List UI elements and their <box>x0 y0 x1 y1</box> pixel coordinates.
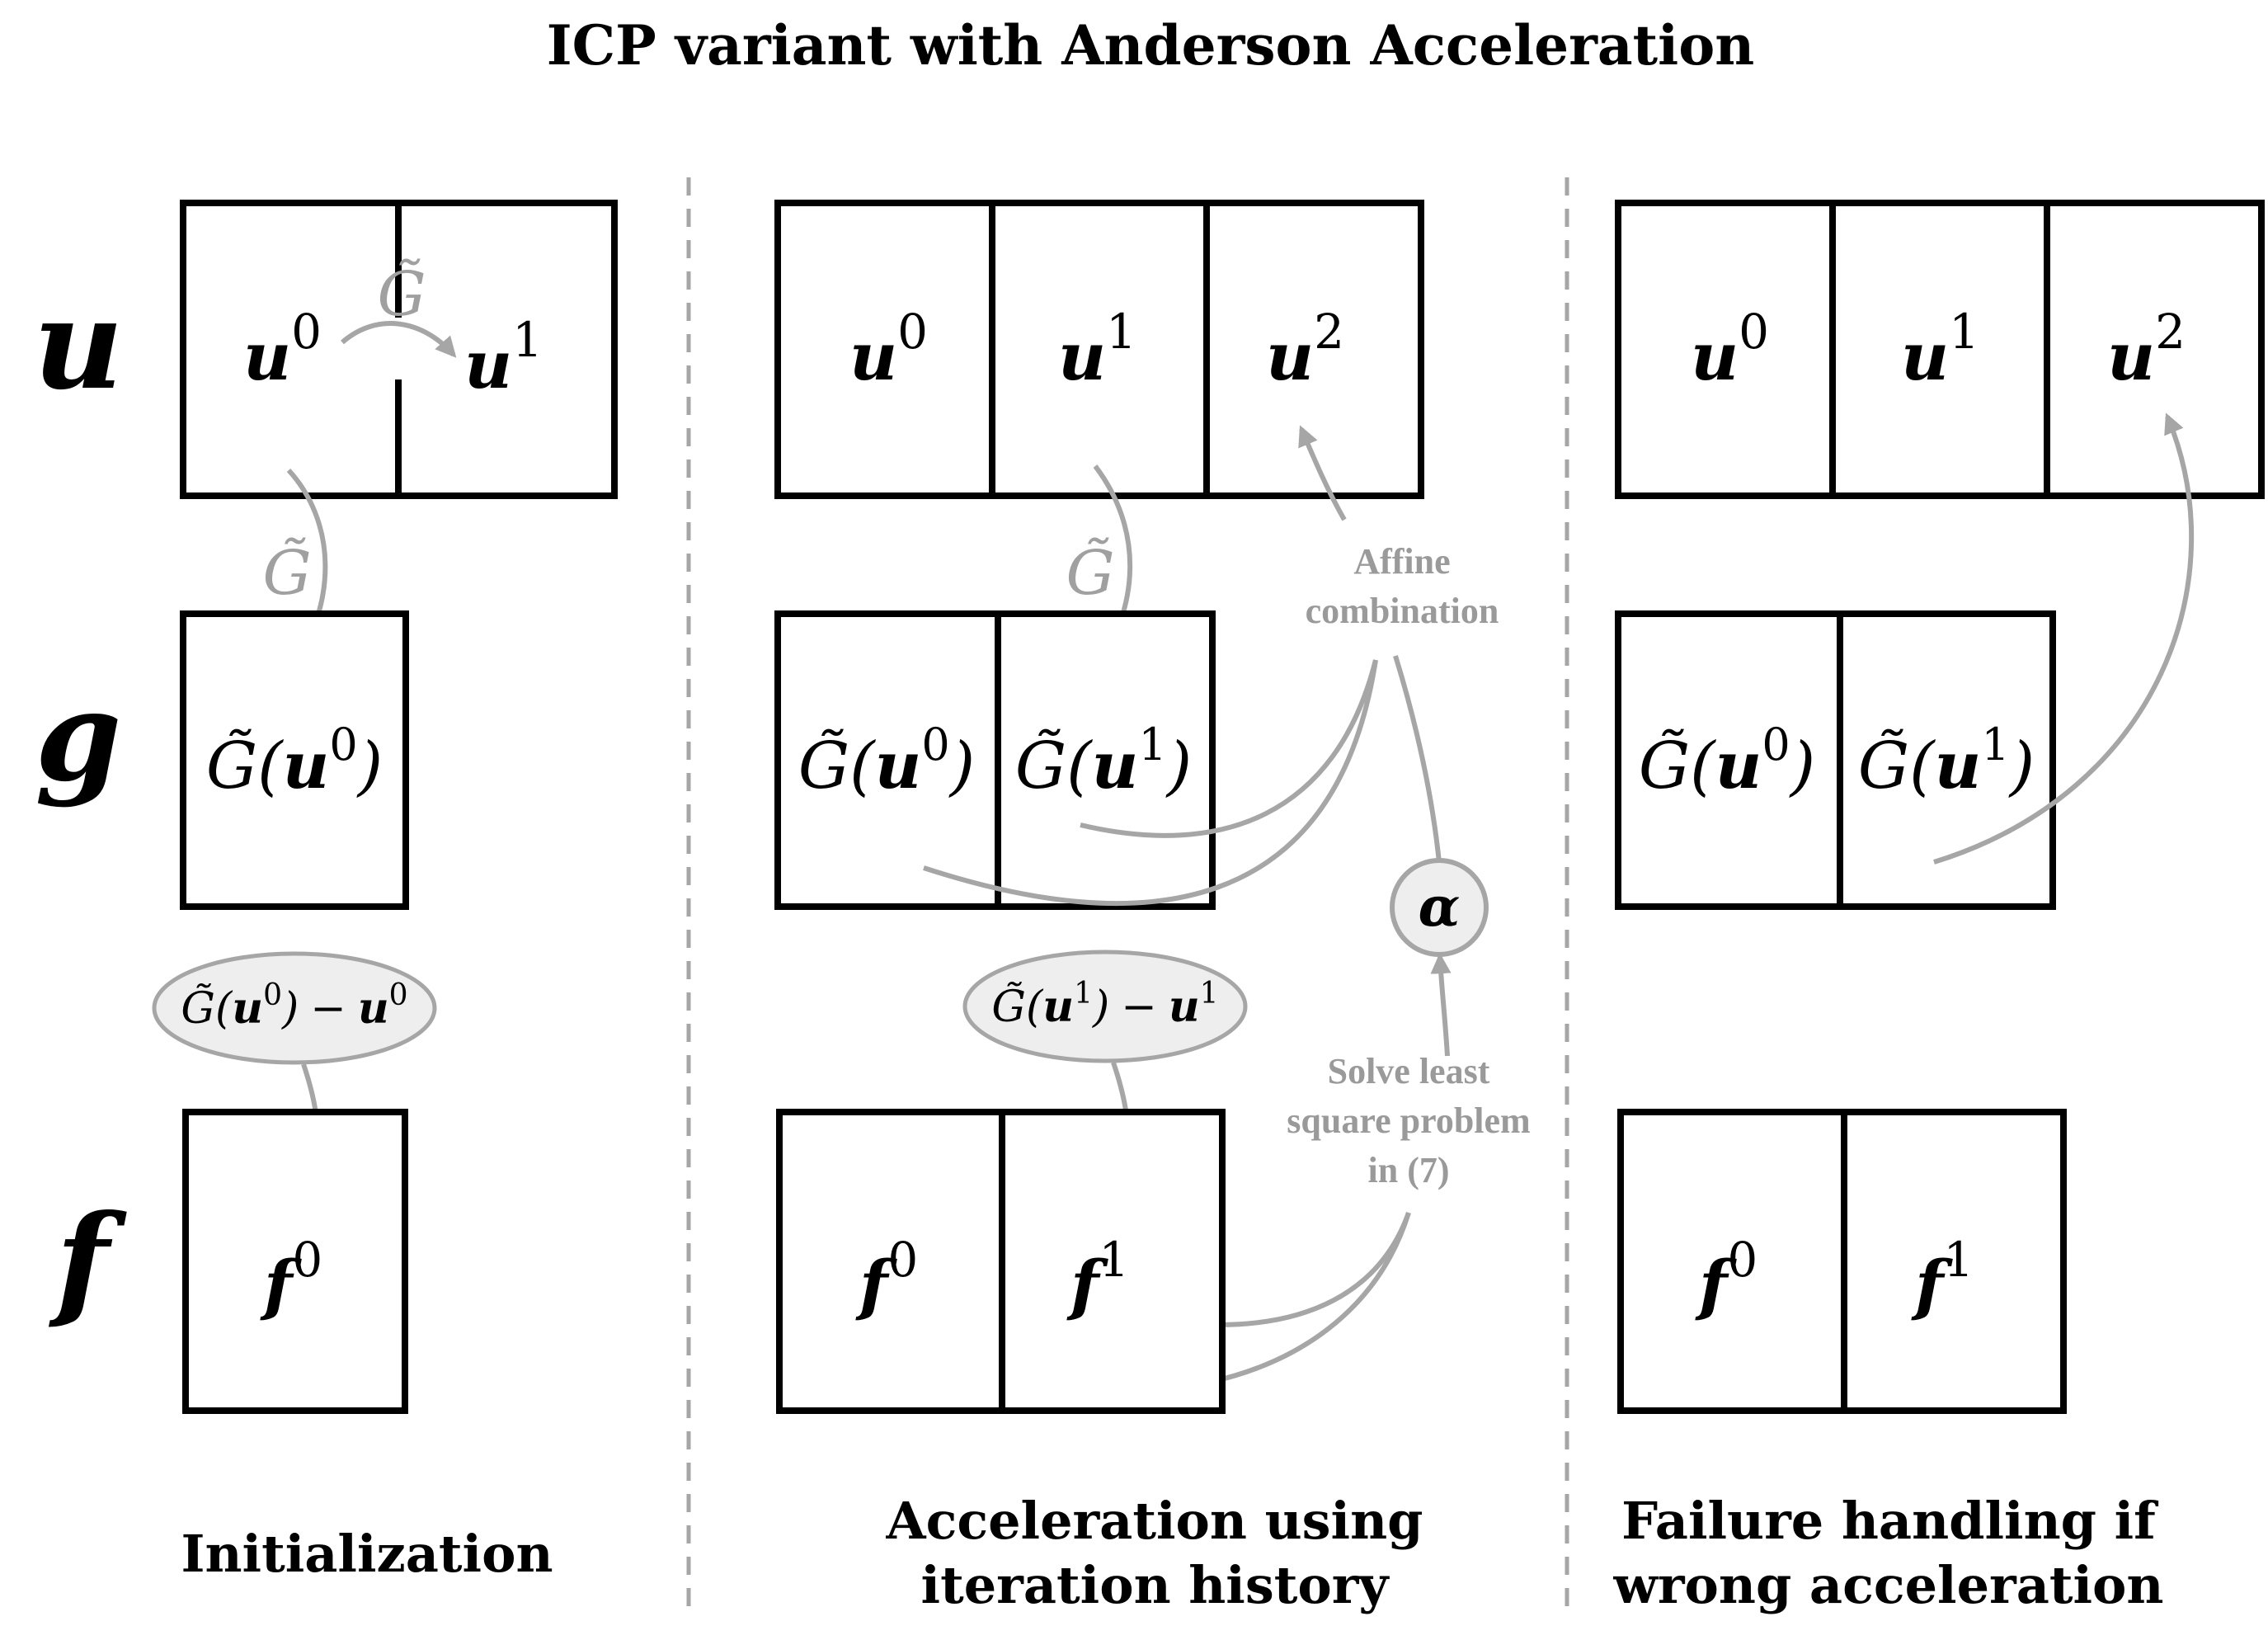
accel-g-box <box>774 610 1216 910</box>
g1-to-affine-curve <box>1080 659 1378 838</box>
solve-label-line3: in (7) <box>1368 1150 1450 1190</box>
accel-f-box <box>776 1109 1226 1414</box>
accel-residual-oval <box>962 950 1248 1063</box>
accel-f0: f0 <box>855 1232 918 1323</box>
caption-accel-line1: Acceleration using <box>885 1491 1423 1551</box>
affine-to-u2-arrow <box>1298 425 1347 521</box>
init-u1: u1 <box>464 312 543 403</box>
init-residual-label: G̃(u0)−u0 <box>181 978 407 1034</box>
svg-text:G̃(u1): G̃(u1) <box>1858 719 2035 804</box>
svg-text:u0: u0 <box>1691 304 1769 395</box>
diagram-title: ICP variant with Anderson Acceleration <box>547 13 1755 78</box>
accel-f1: f1 <box>1066 1232 1129 1323</box>
svg-text:u1: u1 <box>464 312 543 403</box>
alpha-to-affine-arrow <box>1393 655 1442 863</box>
init-u-box <box>180 200 618 499</box>
svg-text:f0: f0 <box>855 1232 918 1323</box>
svg-text:G̃(u0): G̃(u0) <box>1639 719 1815 804</box>
init-residual-oval <box>152 951 437 1065</box>
init-f-box <box>182 1109 408 1414</box>
accel-residual-label: G̃(u1)−u1 <box>991 977 1218 1032</box>
row-label-g: g <box>35 664 122 809</box>
fail-g-box <box>1615 610 2056 910</box>
svg-text:f1: f1 <box>1066 1232 1129 1323</box>
accel-u1: u1 <box>1058 304 1136 395</box>
fail-g0-cell: G̃(u0) <box>1639 719 1815 804</box>
alpha-symbol: α <box>1419 874 1461 939</box>
caption-fail-line2: wrong acceleration <box>1613 1555 2164 1615</box>
init-g-box <box>180 610 409 910</box>
g0-to-affine-curve <box>923 659 1378 906</box>
init-u0: u0 <box>243 304 322 395</box>
solve-label-line2: square problem <box>1287 1100 1530 1141</box>
svg-text:G̃(u0): G̃(u0) <box>206 719 383 804</box>
svg-text:u0: u0 <box>243 304 322 395</box>
fail-u-box <box>1615 200 2265 499</box>
accel-u0: u0 <box>849 304 928 395</box>
svg-text:G̃(u0): G̃(u0) <box>798 719 975 804</box>
svg-text:u1: u1 <box>1901 304 1979 395</box>
svg-text:f1: f1 <box>1911 1232 1974 1323</box>
caption-fail-line1: Failure handling if <box>1621 1491 2158 1551</box>
fail-u0: u0 <box>1691 304 1769 395</box>
fail-u1: u1 <box>1901 304 1979 395</box>
svg-text:u2: u2 <box>1266 304 1344 395</box>
fail-f1: f1 <box>1911 1232 1974 1323</box>
init-gtilde-label-top: G̃ <box>377 259 426 330</box>
caption-accel-line2: iteration history <box>921 1555 1390 1615</box>
accel-u2: u2 <box>1266 304 1344 395</box>
init-gtilde-label-side: G̃ <box>262 538 311 609</box>
affine-label-line1: Affine <box>1353 541 1450 582</box>
accel-g0-cell: G̃(u0) <box>798 719 975 804</box>
accel-gtilde-label: G̃ <box>1066 538 1114 609</box>
init-u0-to-u1-arrow <box>341 321 457 358</box>
caption-initialization: Initialization <box>181 1524 553 1584</box>
solve-label-line1: Solve least <box>1328 1051 1490 1091</box>
accel-g1-cell: G̃(u1) <box>1015 719 1192 804</box>
fail-f-box <box>1617 1109 2067 1414</box>
fail-g1-cell: G̃(u1) <box>1858 719 2035 804</box>
svg-text:u0: u0 <box>849 304 928 395</box>
affine-label-line2: combination <box>1306 591 1499 631</box>
fail-u2: u2 <box>2107 304 2186 395</box>
fail-g1-to-u2-arrow <box>1933 412 2195 865</box>
solve-to-alpha-arrow <box>1430 952 1452 1057</box>
svg-text:G̃(u1): G̃(u1) <box>1015 719 1192 804</box>
init-g0-cell: G̃(u0) <box>206 719 383 804</box>
svg-text:u1: u1 <box>1058 304 1136 395</box>
row-label-f: f <box>49 1188 127 1333</box>
row-label-u: u <box>33 272 123 417</box>
svg-text:u2: u2 <box>2107 304 2186 395</box>
